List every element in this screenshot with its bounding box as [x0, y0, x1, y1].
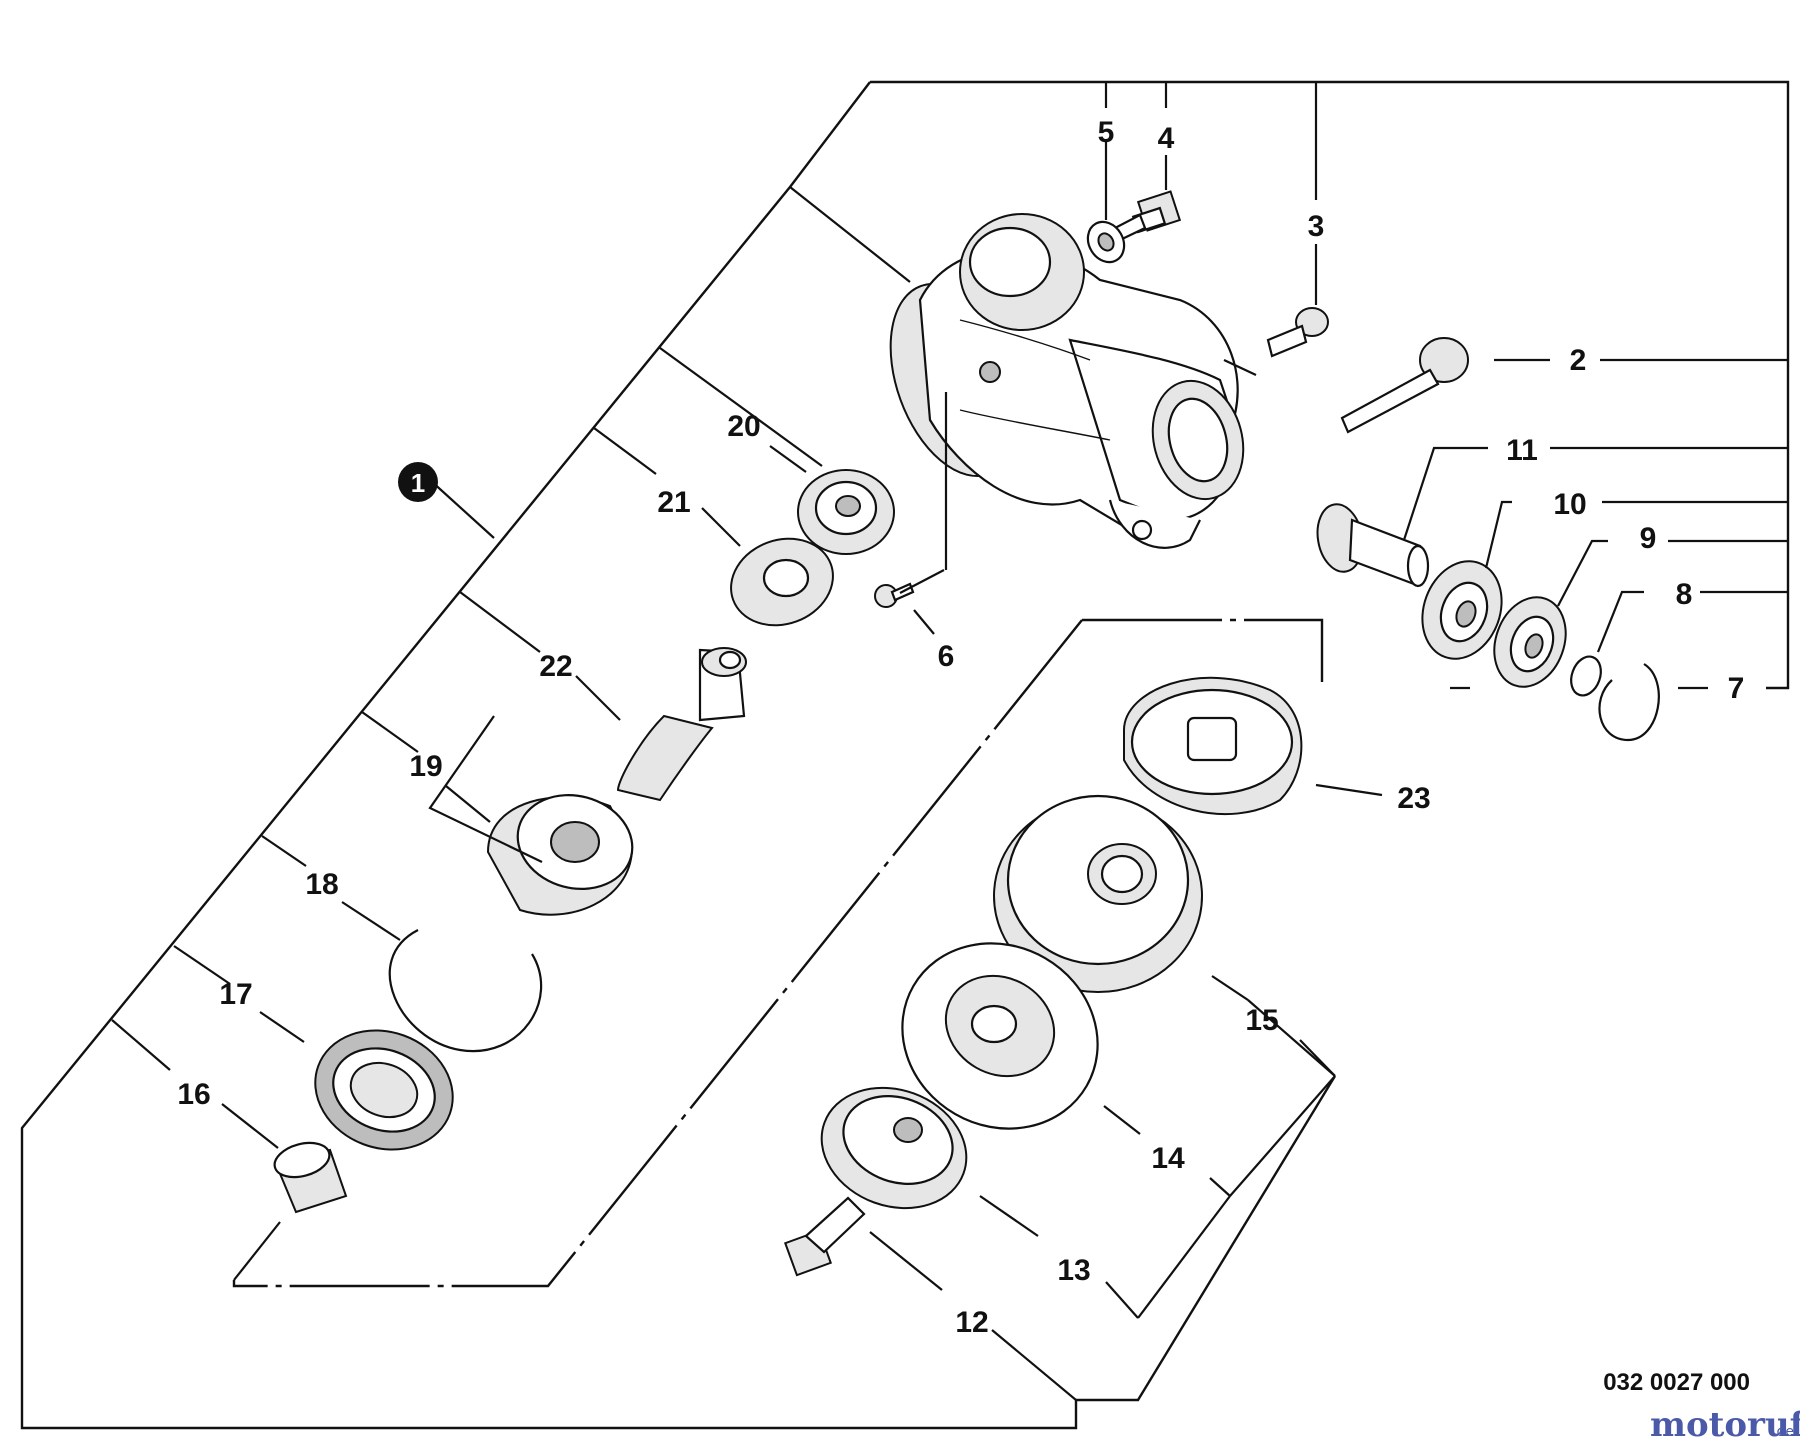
watermark-logo: motoruf .de	[1650, 1405, 1800, 1444]
part-12-bolt	[783, 1196, 866, 1277]
callout-19: 19	[409, 750, 442, 783]
watermark-name: motoruf	[1650, 1405, 1800, 1444]
callout-3: 3	[1308, 210, 1325, 243]
callout-4: 4	[1158, 122, 1175, 155]
part-7-circlip	[1598, 663, 1660, 742]
part-6-screw	[874, 582, 915, 608]
leader-lines	[111, 140, 1768, 1401]
subassembly-frame	[1082, 618, 1324, 690]
part-3-screw	[1266, 307, 1329, 358]
part-8-ring	[1570, 655, 1602, 697]
callout-labels: 2 3 4 5 6 7 8 9 10 11 12 13 14 15 16 17 …	[177, 116, 1744, 1339]
watermark-tld: .de	[1772, 1424, 1794, 1440]
part-20-bearing	[797, 469, 895, 555]
subassembly-frame-left	[232, 619, 1083, 1288]
callout-21: 21	[657, 486, 690, 519]
callout-7: 7	[1728, 672, 1745, 705]
callout-18: 18	[305, 868, 338, 901]
callout-15: 15	[1245, 1004, 1278, 1037]
part-17-seal	[314, 1029, 454, 1151]
callout-5: 5	[1098, 116, 1115, 149]
callout-13: 13	[1057, 1254, 1090, 1287]
callout-12: 12	[955, 1306, 988, 1339]
callout-9: 9	[1640, 522, 1657, 555]
part-19-bearing	[486, 794, 634, 916]
part-22-spindle	[616, 647, 747, 802]
part-18-circlip	[388, 929, 543, 1053]
assembly-marker: 1	[398, 462, 438, 502]
assembly-frame	[870, 80, 1790, 690]
part-4-bolt	[1113, 190, 1182, 242]
part-2-long-bolt	[1340, 337, 1469, 434]
part-16-sleeve	[273, 1141, 348, 1214]
part-11-gear-shaft	[1316, 503, 1430, 588]
part-23-cup	[1123, 676, 1303, 816]
callout-23: 23	[1397, 782, 1430, 815]
callout-8: 8	[1676, 578, 1693, 611]
part-14-disc	[901, 942, 1099, 1130]
callout-11: 11	[1506, 434, 1538, 467]
callout-10: 10	[1553, 488, 1586, 521]
assembly-marker-label: 1	[411, 468, 425, 498]
subassembly-frame-right	[1076, 1075, 1337, 1402]
part-10-bearing	[1421, 560, 1503, 660]
part-15-drum	[993, 794, 1203, 993]
callout-2: 2	[1570, 344, 1587, 377]
callout-17: 17	[219, 978, 252, 1011]
gear-housing	[889, 213, 1245, 549]
callout-22: 22	[539, 650, 572, 683]
callout-16: 16	[177, 1078, 210, 1111]
part-9-bearing	[1493, 596, 1567, 688]
assembly-frame-left	[20, 81, 1078, 1430]
callout-20: 20	[727, 410, 760, 443]
callout-6: 6	[938, 640, 955, 673]
part-5-washer	[1086, 220, 1126, 264]
part-13-cap	[820, 1086, 968, 1210]
diagram-reference-number: 032 0027 000	[1603, 1369, 1750, 1396]
part-21-bevel-gear	[730, 537, 834, 627]
callout-14: 14	[1151, 1142, 1185, 1175]
